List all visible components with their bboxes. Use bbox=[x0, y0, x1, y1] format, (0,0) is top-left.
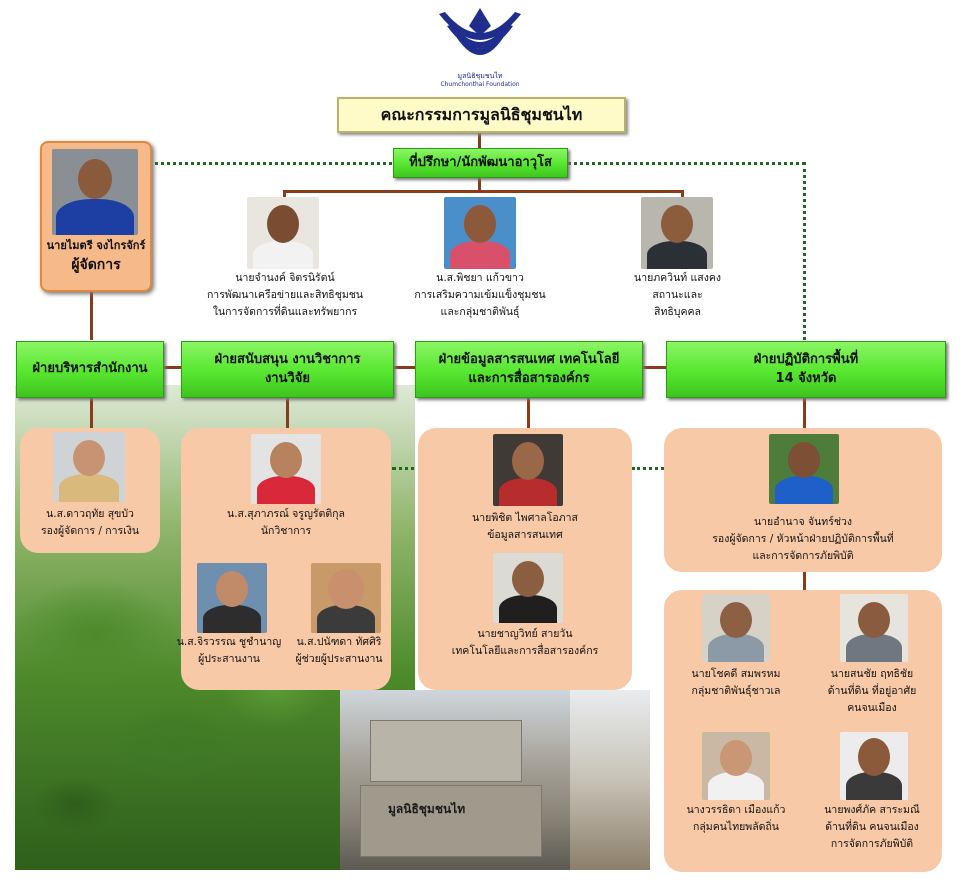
advisor-3-photo bbox=[641, 197, 713, 269]
connector-field-lead bbox=[803, 398, 806, 428]
advisor-title-box: ที่ปรึกษา/นักพัฒนาอาวุโส bbox=[393, 148, 568, 178]
dotted-line-mid-1 bbox=[392, 467, 422, 470]
field-lead-photo bbox=[769, 434, 839, 504]
manager-card: นายไมตรี จงไกรจักร์ ผู้จัดการ bbox=[40, 141, 152, 292]
field-staff-4-role-1: ด้านที่ดิน คนจนเมือง bbox=[825, 821, 919, 833]
dept-field-label-2: 14 จังหวัด bbox=[775, 370, 837, 386]
advisor-3-name: นายภควินท์ แสงคง bbox=[634, 272, 721, 284]
connector-research-staff bbox=[286, 398, 289, 428]
logo-caption-th: มูลนิธิชุมชนไท bbox=[457, 72, 503, 80]
field-staff-2-role-2: คนจนเมือง bbox=[847, 702, 897, 714]
advisor-1-line2: ในการจัดการที่ดินและทรัพยากร bbox=[212, 306, 358, 318]
foundation-logo: มูลนิธิชุมชนไท Chumchonthai Foundation bbox=[433, 6, 527, 92]
research-staff-2-name: น.ส.จิรวรรณ ชูชำนาญ bbox=[176, 636, 282, 648]
dept-research-box: ฝ่ายสนับสนุน งานวิชาการ งานวิจัย bbox=[181, 341, 394, 398]
manager-photo bbox=[52, 149, 138, 235]
background-building-photo: มูลนิธิชุมชนไท bbox=[340, 690, 570, 870]
connector-advisor-bar bbox=[283, 190, 684, 193]
research-staff-3-name: น.ส.ปนัฑดา ทัศศิริ bbox=[296, 636, 382, 648]
connector-manager-admin bbox=[90, 288, 93, 340]
field-staff-2-photo bbox=[840, 594, 908, 662]
field-staff-1-role-1: กลุ่มชาติพันธุ์ชาวเล bbox=[691, 685, 781, 697]
it-staff-1-role: ข้อมูลสารสนเทศ bbox=[487, 529, 563, 541]
advisor-2-line1: การเสริมความเข้มแข็งชุมชน bbox=[414, 289, 546, 301]
field-staff-3-role-1: กลุ่มคนไทยพลัดถิ่น bbox=[693, 821, 779, 833]
manager-role: ผู้จัดการ bbox=[71, 257, 121, 273]
field-staff-2-role-1: ด้านที่ดิน ที่อยู่อาศัย bbox=[827, 685, 917, 697]
field-lead-panel: นายอำนาจ จันทร์ช่วง รองผู้จัดการ / หัวหน… bbox=[664, 428, 942, 572]
admin-staff-1-photo bbox=[53, 432, 125, 502]
field-staff-4-name: นายพงศ์ภัค สาระมณี bbox=[824, 804, 920, 816]
logo-mark-icon bbox=[439, 8, 521, 55]
field-staff-1-photo bbox=[702, 594, 770, 662]
research-staff-panel: น.ส.สุภาภรณ์ จรูญรัตติกุล นักวิชาการ น.ส… bbox=[177, 428, 391, 690]
dotted-line-right bbox=[568, 162, 805, 165]
it-staff-1-name: นายพิชิต ไพศาลโอภาส bbox=[472, 512, 578, 524]
it-staff-1-photo bbox=[493, 434, 563, 506]
it-staff-2-name: นายชาญวิทย์ สายวัน bbox=[477, 628, 573, 640]
advisor-1-photo bbox=[247, 197, 319, 269]
dept-research-label-1: ฝ่ายสนับสนุน งานวิชาการ bbox=[214, 351, 361, 367]
advisor-2-photo bbox=[444, 197, 516, 269]
board-title-box: คณะกรรมการมูลนิธิชุมชนไท bbox=[337, 97, 626, 133]
dept-research-label-2: งานวิจัย bbox=[264, 370, 311, 386]
research-staff-1-photo bbox=[251, 434, 321, 504]
connector-dept-3-4 bbox=[642, 366, 666, 369]
admin-staff-panel: น.ส.ดาวฤทัย สุขบัว รองผู้จัดการ / การเงิ… bbox=[20, 428, 160, 553]
advisor-1-line1: การพัฒนาเครือข่ายและสิทธิชุมชน bbox=[206, 289, 364, 301]
it-staff-2-role: เทคโนโลยีและการสื่อสารองค์กร bbox=[451, 645, 599, 657]
advisor-1-name: นายจำนงค์ จิตรนิรัตน์ bbox=[235, 272, 335, 284]
field-lead-role-2: และการจัดการภัยพิบัติ bbox=[752, 550, 854, 562]
field-staff-1-name: นายโชคดี สมพรหม bbox=[691, 668, 781, 680]
it-staff-2-photo bbox=[493, 553, 563, 623]
field-staff-3-photo bbox=[702, 732, 770, 800]
background-garden-photo bbox=[570, 690, 650, 870]
connector-dept-2-3 bbox=[393, 366, 415, 369]
connector-dept-1-2 bbox=[163, 366, 181, 369]
it-staff-panel: นายพิชิต ไพศาลโอภาส ข้อมูลสารสนเทศ นายชา… bbox=[418, 428, 632, 690]
admin-staff-1-role: รองผู้จัดการ / การเงิน bbox=[40, 525, 140, 537]
advisor-title: ที่ปรึกษา/นักพัฒนาอาวุโส bbox=[409, 154, 552, 170]
research-staff-3-photo bbox=[311, 563, 381, 633]
building-sign: มูลนิธิชุมชนไท bbox=[388, 802, 466, 816]
dept-admin-box: ฝ่ายบริหารสำนักงาน bbox=[16, 341, 164, 398]
advisor-2-name: น.ส.พิชยา แก้วขาว bbox=[436, 272, 524, 284]
field-lead-role-1: รองผู้จัดการ / หัวหน้าฝ่ายปฏิบัติการพื้น… bbox=[712, 533, 894, 545]
field-staff-4-role-2: การจัดการภัยพิบัติ bbox=[830, 838, 914, 850]
dept-it-label-2: และการสื่อสารองค์กร bbox=[468, 370, 590, 386]
field-staff-2-name: นายสนชัย ฤทธิชัย bbox=[830, 668, 914, 680]
building-lower-floor bbox=[360, 785, 542, 857]
dept-admin-label: ฝ่ายบริหารสำนักงาน bbox=[32, 361, 148, 377]
field-staff-3-name: นางวรรธิดา เมืองแก้ว bbox=[686, 804, 786, 816]
manager-name: นายไมตรี จงไกรจักร์ bbox=[46, 239, 146, 252]
building-upper-floor bbox=[370, 720, 522, 782]
dept-field-label-1: ฝ่ายปฏิบัติการพื้นที่ bbox=[753, 351, 859, 367]
research-staff-1-name: น.ส.สุภาภรณ์ จรูญรัตติกุล bbox=[227, 508, 345, 520]
connector-field-team bbox=[803, 572, 806, 592]
research-staff-2-photo bbox=[197, 563, 267, 633]
board-title: คณะกรรมการมูลนิธิชุมชนไท bbox=[380, 104, 583, 124]
connector-board-advisor bbox=[478, 129, 481, 149]
connector-it-staff bbox=[527, 398, 530, 428]
research-staff-3-role: ผู้ช่วยผู้ประสานงาน bbox=[295, 653, 383, 665]
dotted-line-mid-2 bbox=[632, 467, 664, 470]
research-staff-1-role: นักวิชาการ bbox=[260, 525, 312, 537]
research-staff-2-role: ผู้ประสานงาน bbox=[198, 653, 260, 665]
dept-it-box: ฝ่ายข้อมูลสารสนเทศ เทคโนโลยี และการสื่อส… bbox=[415, 341, 643, 398]
connector-admin-staff bbox=[90, 398, 93, 428]
dept-field-box: ฝ่ายปฏิบัติการพื้นที่ 14 จังหวัด bbox=[666, 341, 946, 398]
field-lead-name: นายอำนาจ จันทร์ช่วง bbox=[753, 516, 853, 528]
advisor-3-line1: สถานะและ bbox=[652, 289, 703, 301]
dept-it-label-1: ฝ่ายข้อมูลสารสนเทศ เทคโนโลยี bbox=[438, 351, 620, 367]
field-staff-4-photo bbox=[840, 732, 908, 800]
connector-advisor-down bbox=[478, 178, 481, 192]
dotted-line-left bbox=[148, 162, 392, 165]
field-staff-panel: นายโชคดี สมพรหม กลุ่มชาติพันธุ์ชาวเล นาย… bbox=[664, 590, 942, 872]
advisor-3-line2: สิทธิบุคคล bbox=[654, 306, 701, 318]
advisor-2-line2: และกลุ่มชาติพันธุ์ bbox=[440, 306, 520, 318]
admin-staff-1-name: น.ส.ดาวฤทัย สุขบัว bbox=[46, 508, 134, 520]
dotted-line-right-down bbox=[803, 162, 806, 340]
logo-caption-en: Chumchonthai Foundation bbox=[440, 81, 520, 88]
